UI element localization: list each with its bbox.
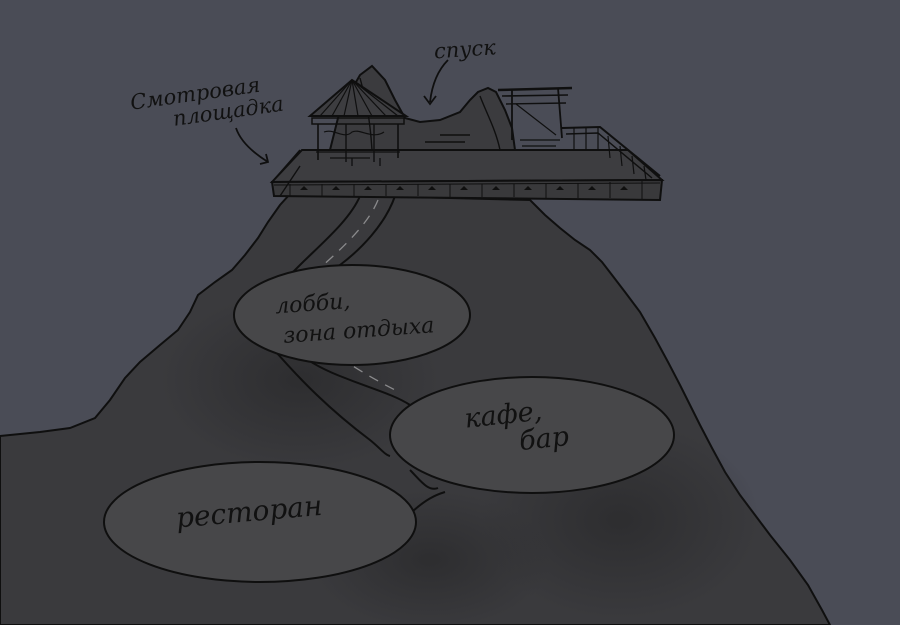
arrow-to-descent xyxy=(423,59,449,106)
lobby-zone xyxy=(233,264,471,366)
path-to-cafe xyxy=(269,344,391,457)
label-cafe-line2: бар xyxy=(518,421,571,457)
viewing-platform xyxy=(269,125,665,202)
label-descent: спуск xyxy=(433,35,497,63)
rock-formation xyxy=(328,64,517,151)
arch-structure xyxy=(497,86,573,147)
restaurant-zone xyxy=(103,461,417,583)
cafe-zone xyxy=(389,376,675,494)
path-centerline xyxy=(301,199,396,391)
arrow-to-platform xyxy=(235,127,270,165)
label-lobby-line1: лобби, xyxy=(274,289,351,319)
connector xyxy=(409,469,446,513)
gazebo xyxy=(307,78,410,166)
